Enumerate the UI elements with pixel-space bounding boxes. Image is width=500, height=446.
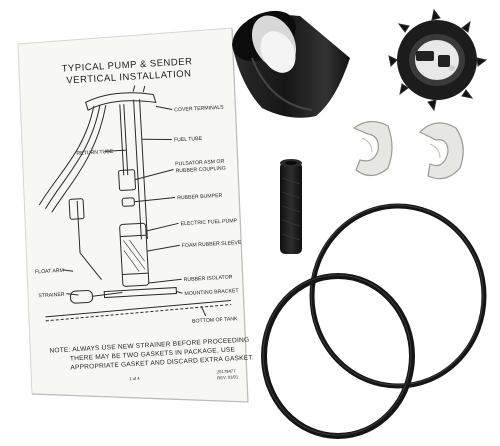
- fuel-hose-icon: [280, 159, 302, 254]
- page-number: 1 of 4: [129, 376, 140, 382]
- retainer-clip-icon: [418, 122, 464, 180]
- label-pulsator-2: RUBBER COUPLING: [175, 166, 225, 175]
- label-fuel-tube: FUEL TUBE: [174, 136, 203, 144]
- label-pulsator-1: PULSATOR ASM OR: [175, 159, 225, 168]
- label-float-arm: FLOAT ARM: [35, 268, 64, 276]
- retainer-clip-icon: [352, 120, 393, 177]
- label-cover-terminals: COVER TERMINALS: [174, 105, 224, 114]
- strainer-clip-icon: [388, 8, 488, 112]
- o-ring-gasket-icon: [261, 273, 415, 439]
- part-code-1: 25179477: [217, 368, 237, 374]
- rubber-sleeve-icon: [232, 10, 350, 118]
- label-strainer: STRAINER: [38, 292, 65, 299]
- label-rubber-isolator: RUBBER ISOLATOR: [184, 274, 233, 283]
- part-code-2: REV. 01/01: [217, 374, 239, 380]
- label-return-tube: RETURN TUBE: [76, 149, 114, 157]
- label-mounting-bracket: MOUNTING BRACKET: [184, 288, 239, 297]
- label-electric-fuel-pump: ELECTRIC FUEL PUMP: [180, 218, 237, 227]
- o-ring-gasket-icon: [309, 203, 487, 389]
- label-foam-rubber-sleeve: FOAM RUBBER SLEEVE: [182, 240, 242, 249]
- label-rubber-bumper: RUBBER BUMPER: [177, 193, 223, 202]
- label-bottom-of-tank: BOTTOM OF TANK: [192, 316, 238, 325]
- pump-sender-diagram: [38, 85, 232, 322]
- instruction-sheet: TYPICAL PUMP & SENDER VERTICAL INSTALLAT…: [17, 27, 254, 403]
